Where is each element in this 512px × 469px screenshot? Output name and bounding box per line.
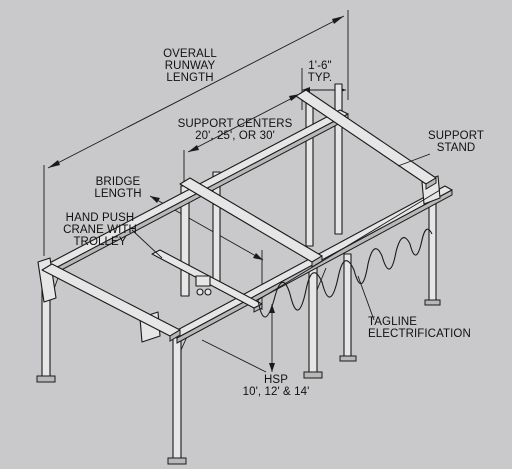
bridge-length-line-1: BRIDGE bbox=[95, 176, 141, 188]
tagline-electrification-line-1: TAGLINE bbox=[368, 316, 418, 328]
overall-runway-length-line-1: OVERALL bbox=[163, 48, 217, 60]
support-stand-line-2: STAND bbox=[436, 142, 476, 154]
support-stand-line-1: SUPPORT bbox=[427, 130, 485, 142]
support-centers-line-1: SUPPORT CENTERS bbox=[177, 118, 293, 130]
bridge-length-line-2: LENGTH bbox=[94, 188, 142, 200]
tagline-electrification-label: TAGLINE ELECTRIFICATION bbox=[368, 316, 471, 340]
hand-push-crane-line-3: TROLLEY bbox=[73, 236, 127, 248]
bridge-length-label: BRIDGE LENGTH bbox=[88, 176, 148, 200]
overall-runway-length-line-3: LENGTH bbox=[166, 72, 214, 84]
support-centers-label: SUPPORT CENTERS 20', 25', OR 30' bbox=[170, 118, 300, 142]
overall-runway-length-line-2: RUNWAY bbox=[164, 60, 216, 72]
tagline-electrification-line-2: ELECTRIFICATION bbox=[368, 328, 471, 340]
hsp-line-1: HSP bbox=[264, 374, 288, 386]
support-centers-line-2: 20', 25', OR 30' bbox=[195, 130, 275, 142]
bridge-beams bbox=[41, 89, 437, 342]
hsp-label: HSP 10', 12' & 14' bbox=[226, 374, 326, 398]
typ-spacing-label: 1'-6" TYP. bbox=[300, 60, 340, 84]
typ-spacing-line-2: TYP. bbox=[307, 72, 333, 84]
overall-runway-length-label: OVERALL RUNWAY LENGTH bbox=[150, 48, 230, 84]
hand-push-crane-line-1: HAND PUSH bbox=[65, 212, 135, 224]
hsp-line-2: 10', 12' & 14' bbox=[242, 386, 310, 398]
hand-push-crane-label: HAND PUSH CRANE WITH TROLLEY bbox=[62, 212, 138, 248]
leader-lines bbox=[131, 153, 431, 321]
support-stand-label: SUPPORT STAND bbox=[424, 130, 488, 154]
support-legs bbox=[36, 83, 441, 465]
typ-spacing-line-1: 1'-6" bbox=[308, 60, 332, 72]
tagline-cable bbox=[257, 189, 441, 318]
hand-push-crane-line-2: CRANE WITH bbox=[63, 224, 137, 236]
